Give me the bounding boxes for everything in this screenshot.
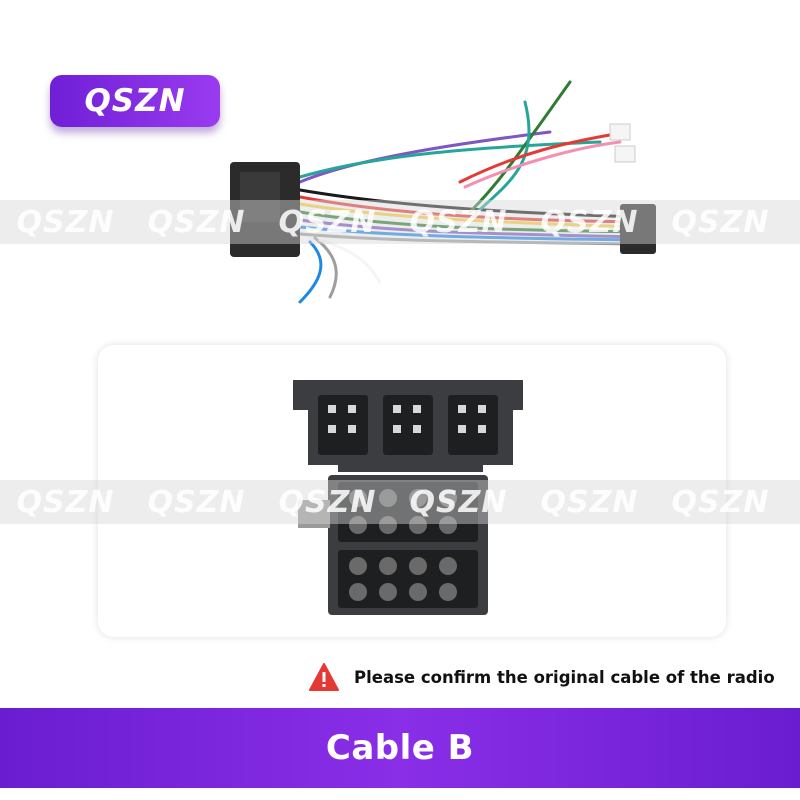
watermark-text: QSZN [278,204,377,240]
watermark-text: QSZN [786,205,800,240]
watermark-text: QSZN [278,484,377,520]
watermark-text: QSZN [147,484,246,520]
watermark-text: QSZN [671,484,770,520]
wiring-harness-photo [230,80,656,304]
iso-connector-photo [293,380,523,615]
watermark-text: QSZN [16,484,115,520]
warning-triangle-icon [309,663,339,691]
watermark-band-top: QSZN QSZN QSZN QSZN QSZN QSZN QSZN [0,200,800,244]
connector-card [98,345,726,637]
watermark-text: QSZN [786,485,800,520]
watermark-text: QSZN [540,204,639,240]
watermark-text: QSZN [16,204,115,240]
watermark-text: QSZN [409,204,508,240]
watermark-text: QSZN [671,204,770,240]
watermark-text: QSZN [147,204,246,240]
brand-badge: QSZN [50,75,220,127]
brand-badge-text: QSZN [84,83,186,119]
notice: Please confirm the original cable of the… [308,661,775,693]
watermark-text: QSZN [540,484,639,520]
watermark-text: QSZN [409,484,508,520]
title-bar: Cable B [0,708,800,788]
watermark-band-middle: QSZN QSZN QSZN QSZN QSZN QSZN QSZN [0,480,800,524]
title-text: Cable B [325,728,475,768]
notice-text: Please confirm the original cable of the… [354,667,775,687]
